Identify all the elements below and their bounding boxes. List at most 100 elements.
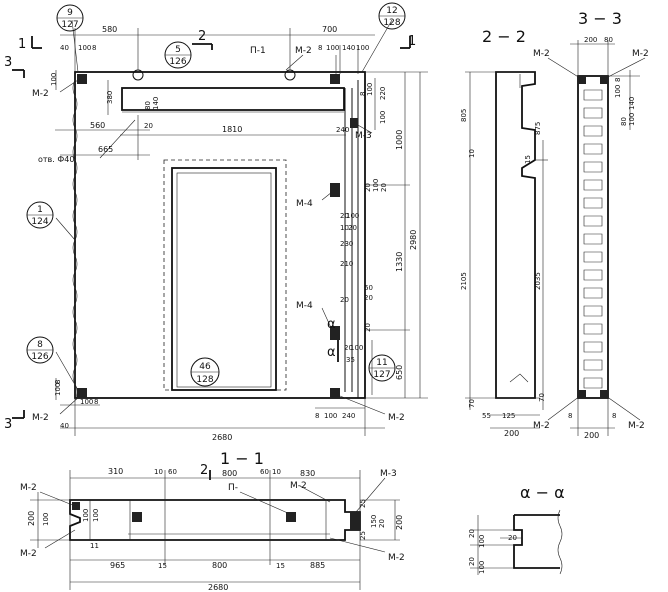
section-mark-1-left: 1 <box>18 37 26 52</box>
svg-text:1: 1 <box>37 205 43 215</box>
svg-text:20: 20 <box>380 183 388 192</box>
svg-text:2105: 2105 <box>460 272 468 290</box>
callout-8-126: 8 126 <box>26 336 54 364</box>
svg-text:125: 125 <box>502 412 515 420</box>
svg-text:128: 128 <box>196 375 213 385</box>
svg-text:127: 127 <box>61 20 78 30</box>
svg-text:127: 127 <box>373 370 390 380</box>
section-a-a-title: α − α <box>520 483 565 502</box>
svg-text:80: 80 <box>620 117 628 126</box>
svg-text:126: 126 <box>31 352 48 362</box>
svg-text:20: 20 <box>508 534 517 542</box>
svg-text:8: 8 <box>94 398 98 406</box>
section-mark-2-top: 2 <box>198 29 206 44</box>
svg-text:100: 100 <box>366 83 374 96</box>
svg-text:20: 20 <box>348 224 357 232</box>
svg-text:100: 100 <box>346 212 359 220</box>
svg-text:1000: 1000 <box>395 130 404 150</box>
svg-text:70: 70 <box>538 393 546 402</box>
section-a-a-profile <box>513 514 560 569</box>
svg-text:15: 15 <box>276 562 285 570</box>
callout-11-127: 11 127 <box>368 354 396 382</box>
plate-m3 <box>350 118 358 128</box>
svg-text:310: 310 <box>108 467 123 476</box>
section-1-1: 1 − 1 2 310 10 60 800 60 10 <box>20 449 405 592</box>
svg-text:70: 70 <box>468 399 476 408</box>
section-mark-a-bottom: α <box>327 345 336 360</box>
plate-m2-top-left <box>77 74 87 84</box>
svg-text:124: 124 <box>31 217 48 227</box>
svg-text:875: 875 <box>534 122 542 135</box>
svg-text:9: 9 <box>67 8 73 18</box>
svg-text:2035: 2035 <box>534 272 542 290</box>
label-m2-bottom-right: М-2 <box>388 413 405 423</box>
svg-text:100: 100 <box>478 561 486 574</box>
svg-text:100: 100 <box>82 509 90 522</box>
svg-text:10: 10 <box>340 224 349 232</box>
label-m3: М-3 <box>355 131 372 141</box>
label-m2-s33-bl: М-2 <box>533 421 550 431</box>
label-m2-s11-bl: М-2 <box>20 549 37 559</box>
svg-text:140: 140 <box>342 44 355 52</box>
svg-text:210: 210 <box>340 260 353 268</box>
svg-text:20: 20 <box>468 557 476 566</box>
section-2-2: 2 − 2 805 875 10 15 2105 2035 70 70 55 1… <box>460 27 548 438</box>
section-3-3-outline <box>577 75 609 399</box>
svg-text:8: 8 <box>614 78 622 82</box>
svg-text:40: 40 <box>60 422 69 430</box>
label-m2-s33-tr: М-2 <box>632 49 649 59</box>
door-opening <box>171 167 277 391</box>
label-p-s11: П- <box>228 483 238 493</box>
svg-text:200: 200 <box>504 429 519 438</box>
svg-text:100: 100 <box>80 398 93 406</box>
svg-text:11: 11 <box>376 358 387 368</box>
svg-text:46: 46 <box>199 362 211 372</box>
section-3-3-ribs <box>583 89 603 389</box>
label-m2-s11-br: М-2 <box>388 553 405 563</box>
svg-text:60: 60 <box>168 468 177 476</box>
svg-text:8: 8 <box>37 340 43 350</box>
svg-text:20: 20 <box>364 183 372 192</box>
callout-9-127: 9 127 <box>56 4 84 32</box>
svg-text:15: 15 <box>524 155 532 164</box>
svg-text:830: 830 <box>300 469 315 478</box>
plate-m2-top-right <box>330 74 340 84</box>
label-p1: П-1 <box>250 46 266 56</box>
svg-text:100: 100 <box>372 179 380 192</box>
section-mark-2-bottom: 2 <box>200 463 208 478</box>
svg-text:11: 11 <box>90 542 99 550</box>
svg-text:800: 800 <box>222 469 237 478</box>
label-m4-upper: М-4 <box>296 199 313 209</box>
svg-text:25: 25 <box>359 499 367 508</box>
svg-text:80: 80 <box>144 101 152 110</box>
svg-text:8: 8 <box>92 44 96 52</box>
svg-text:100: 100 <box>92 509 100 522</box>
svg-text:100: 100 <box>379 111 387 124</box>
section-a-a: α − α 20 100 20 100 20 <box>468 483 565 575</box>
svg-text:650: 650 <box>395 365 404 380</box>
section-mark-3-top: 3 <box>4 55 12 70</box>
main-elevation: 9 127 12 128 5 126 1 124 8 126 <box>4 2 428 442</box>
svg-text:20: 20 <box>344 344 353 352</box>
svg-text:5: 5 <box>175 45 181 55</box>
svg-text:805: 805 <box>460 109 468 122</box>
label-m2-s33-tl: М-2 <box>533 49 550 59</box>
svg-text:12: 12 <box>386 6 397 16</box>
svg-text:100: 100 <box>54 383 62 396</box>
svg-text:200: 200 <box>27 511 36 526</box>
svg-text:100: 100 <box>478 535 486 548</box>
section-2-2-profile <box>495 71 536 399</box>
callout-1-124: 1 124 <box>26 201 54 229</box>
section-3-3-title: 3 − 3 <box>578 9 622 28</box>
svg-text:128: 128 <box>383 18 400 28</box>
svg-text:100: 100 <box>78 44 91 52</box>
svg-text:2680: 2680 <box>212 433 232 442</box>
svg-text:220: 220 <box>379 87 387 100</box>
svg-text:8: 8 <box>568 412 572 420</box>
plate-m4-upper <box>330 183 340 197</box>
svg-text:100: 100 <box>42 513 50 526</box>
label-m2-bottom-left: М-2 <box>32 413 49 423</box>
svg-text:20: 20 <box>378 519 386 528</box>
svg-text:8: 8 <box>612 412 616 420</box>
svg-text:885: 885 <box>310 561 325 570</box>
